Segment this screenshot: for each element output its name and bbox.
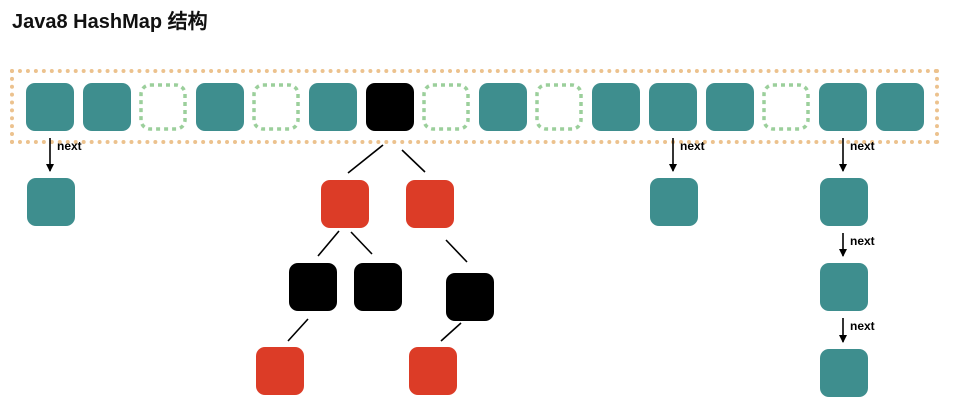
filled-bucket	[309, 83, 357, 131]
tree-edge	[347, 144, 384, 174]
next-label: next	[57, 139, 82, 153]
empty-bucket	[422, 83, 470, 131]
red-tree-node	[321, 180, 369, 228]
filled-bucket	[26, 83, 74, 131]
tree-edge	[440, 322, 462, 342]
tree-edge	[401, 149, 426, 173]
filled-bucket	[479, 83, 527, 131]
tree-edge	[350, 231, 373, 255]
list-node	[820, 349, 868, 397]
empty-bucket	[252, 83, 300, 131]
next-label: next	[680, 139, 705, 153]
list-node	[820, 178, 868, 226]
empty-bucket	[535, 83, 583, 131]
empty-bucket	[762, 83, 810, 131]
list-node	[650, 178, 698, 226]
next-label: next	[850, 139, 875, 153]
filled-bucket	[819, 83, 867, 131]
page-title: Java8 HashMap 结构	[12, 11, 208, 33]
hash-table-array	[10, 69, 939, 144]
black-tree-node	[289, 263, 337, 311]
red-tree-node	[256, 347, 304, 395]
filled-bucket	[649, 83, 697, 131]
tree-edge	[445, 239, 468, 263]
empty-bucket	[139, 83, 187, 131]
next-label: next	[850, 319, 875, 333]
next-label: next	[850, 234, 875, 248]
black-tree-node	[446, 273, 494, 321]
red-tree-node	[409, 347, 457, 395]
tree-edge	[287, 318, 309, 342]
filled-bucket	[706, 83, 754, 131]
filled-bucket	[83, 83, 131, 131]
red-tree-node	[406, 180, 454, 228]
black-tree-node	[354, 263, 402, 311]
list-node	[820, 263, 868, 311]
tree-root-bucket	[366, 83, 414, 131]
filled-bucket	[876, 83, 924, 131]
filled-bucket	[592, 83, 640, 131]
filled-bucket	[196, 83, 244, 131]
tree-edge	[317, 230, 340, 257]
list-node	[27, 178, 75, 226]
